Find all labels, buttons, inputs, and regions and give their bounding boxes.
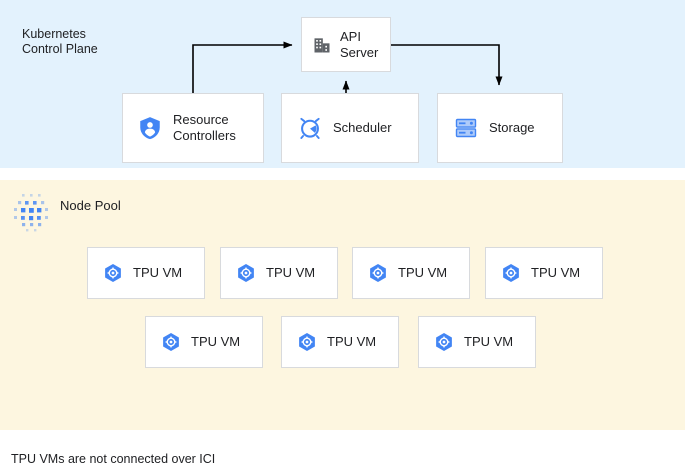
tpu-vm-label: TPU VM [327, 334, 377, 349]
footnote-text: TPU VMs are not connected over ICI [11, 452, 216, 466]
tpu-hex-gear-icon [500, 262, 522, 284]
tpu-hex-gear-icon [433, 331, 455, 353]
tpu-vm-card[interactable]: TPU VM [220, 247, 338, 299]
tpu-vm-card[interactable]: TPU VM [281, 316, 399, 368]
server-rack-icon [452, 116, 480, 140]
resource-controllers-label: Resource Controllers [173, 112, 236, 143]
alarm-clock-icon [296, 115, 324, 141]
api-server-label: API Server [340, 28, 379, 60]
control-plane-title: Kubernetes Control Plane [22, 27, 98, 56]
tpu-vm-label: TPU VM [464, 334, 514, 349]
resource-controllers-card[interactable]: Resource Controllers [122, 93, 264, 163]
tpu-vm-label: TPU VM [133, 265, 183, 280]
node-pool-dot-grid-icon [10, 190, 54, 234]
tpu-hex-gear-icon [160, 331, 182, 353]
tpu-hex-gear-icon [367, 262, 389, 284]
tpu-vm-card[interactable]: TPU VM [145, 316, 263, 368]
building-icon [310, 35, 334, 55]
tpu-vm-label: TPU VM [266, 265, 316, 280]
scheduler-label: Scheduler [333, 120, 392, 135]
api-server-card[interactable]: API Server [301, 17, 391, 72]
node-pool-panel [0, 180, 685, 430]
tpu-hex-gear-icon [296, 331, 318, 353]
tpu-vm-label: TPU VM [398, 265, 448, 280]
tpu-vm-card[interactable]: TPU VM [352, 247, 470, 299]
storage-label: Storage [489, 120, 535, 135]
scheduler-card[interactable]: Scheduler [281, 93, 419, 163]
node-pool-title: Node Pool [60, 198, 121, 213]
tpu-vm-card[interactable]: TPU VM [485, 247, 603, 299]
tpu-vm-label: TPU VM [531, 265, 581, 280]
storage-card[interactable]: Storage [437, 93, 563, 163]
tpu-hex-gear-icon [235, 262, 257, 284]
shield-user-icon [136, 115, 164, 141]
tpu-hex-gear-icon [102, 262, 124, 284]
tpu-vm-label: TPU VM [191, 334, 241, 349]
tpu-vm-card[interactable]: TPU VM [418, 316, 536, 368]
tpu-vm-card[interactable]: TPU VM [87, 247, 205, 299]
